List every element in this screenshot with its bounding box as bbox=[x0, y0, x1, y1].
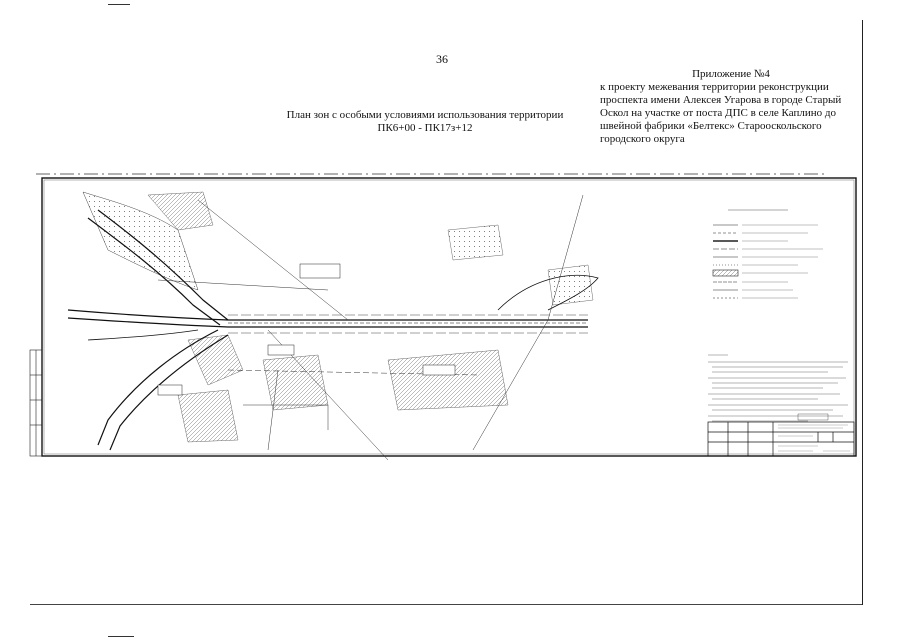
binding-strip bbox=[29, 349, 43, 457]
title-block-stamp bbox=[707, 421, 855, 457]
appendix-line-3: Оскол на участке от поста ДПС в селе Кап… bbox=[600, 107, 836, 119]
appendix-line-5: городского округа bbox=[600, 133, 685, 145]
appendix-line-1: к проекту межевания территории реконстру… bbox=[600, 81, 829, 93]
appendix-title: Приложение №4 bbox=[692, 68, 770, 80]
plan-title-line-2: ПК6+00 - ПК17з+12 bbox=[377, 122, 473, 134]
road-corridor bbox=[67, 209, 599, 451]
plan-title: План зон с особыми условиями использован… bbox=[280, 109, 570, 135]
appendix-heading: Приложение №4 к проекту межевания террит… bbox=[600, 68, 850, 146]
appendix-line-4: швейной фабрики «Белтекс» Старооскольско… bbox=[600, 120, 822, 132]
page-edge-line bbox=[862, 20, 863, 605]
plan-title-line-1: План зон с особыми условиями использован… bbox=[286, 109, 564, 121]
bottom-edge-mark bbox=[108, 636, 134, 637]
page-number: 36 bbox=[436, 52, 448, 66]
legend bbox=[712, 209, 823, 299]
notes-block bbox=[708, 354, 848, 422]
bottom-rule bbox=[30, 604, 862, 605]
site-plan-drawing bbox=[29, 173, 857, 461]
top-edge-mark bbox=[108, 4, 130, 5]
appendix-line-2: проспекта имени Алексея Угарова в городе… bbox=[600, 94, 842, 106]
